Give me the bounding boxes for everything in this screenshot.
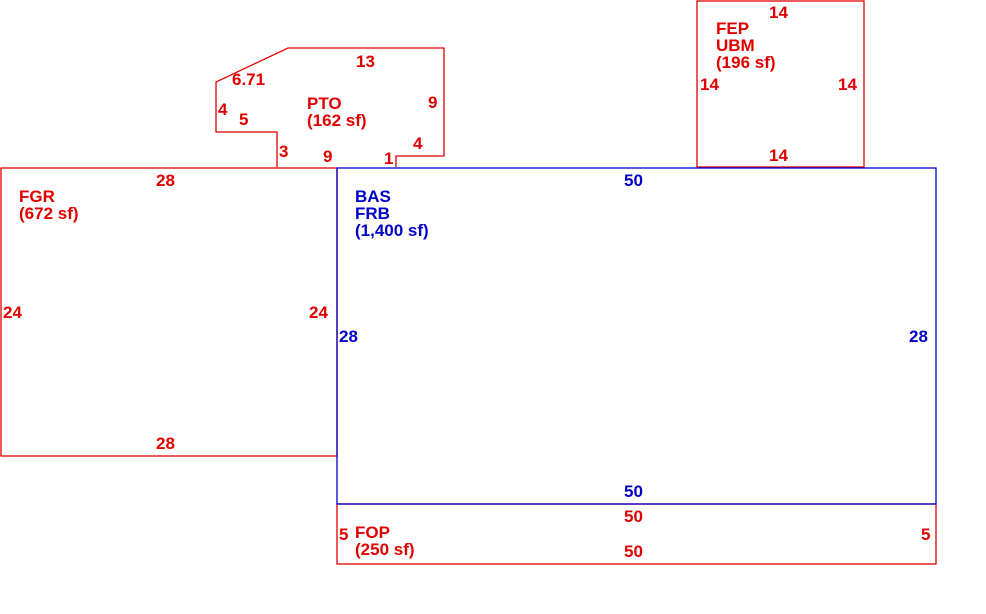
bas-area-label: (1,400 sf) [355, 221, 429, 240]
fep-dim-bottom: 14 [769, 146, 788, 165]
pto-dim-right: 9 [428, 93, 437, 112]
fop-dim-left: 5 [339, 525, 348, 544]
fop-dim-bottom: 50 [624, 542, 643, 561]
pto-area-label: (162 sf) [307, 111, 367, 130]
pto-dim-tick: 1 [384, 149, 393, 168]
pto-outline [215, 47, 445, 167]
fep-area-label: (196 sf) [716, 53, 776, 72]
fop-dim-right: 5 [921, 525, 930, 544]
fgr-dim-left: 24 [3, 303, 22, 322]
fop-area-label: (250 sf) [355, 540, 415, 559]
fgr-dim-bottom: 28 [156, 434, 175, 453]
bas-code-label: BAS [355, 187, 391, 206]
fgr-dim-right: 24 [309, 303, 328, 322]
pto-code-label: PTO [307, 94, 342, 113]
fep-code-label: FEP [716, 19, 749, 38]
ubm-code-label: UBM [716, 36, 755, 55]
fep-dim-left: 14 [700, 75, 719, 94]
bas-dim-top: 50 [624, 171, 643, 190]
fop-dim-top: 50 [624, 507, 643, 526]
fep-dim-right: 14 [838, 75, 857, 94]
fep-dim-top: 14 [769, 3, 788, 22]
pto-dim-left-upper: 4 [218, 100, 228, 119]
fgr-area-label: (672 sf) [19, 204, 79, 223]
fep-area: 14 14 14 14 FEP UBM (196 sf) [696, 0, 865, 168]
pto-dim-step-v: 3 [279, 142, 288, 161]
pto-dim-notch-right: 4 [413, 134, 423, 153]
pto-area: 13 6.71 4 5 9 3 9 4 1 PTO (162 sf) [215, 47, 445, 168]
fop-code-label: FOP [355, 523, 390, 542]
bas-dim-left: 28 [339, 327, 358, 346]
fep-outline [696, 0, 865, 168]
bas-outline [336, 167, 937, 505]
bas-area: 50 28 28 50 BAS FRB (1,400 sf) [336, 167, 937, 505]
frb-code-label: FRB [355, 204, 390, 223]
pto-dim-bottom: 9 [323, 147, 332, 166]
fgr-dim-top: 28 [156, 171, 175, 190]
bas-dim-bottom: 50 [624, 482, 643, 501]
bas-dim-right: 28 [909, 327, 928, 346]
pto-dim-notch-h: 5 [239, 110, 248, 129]
pto-dim-top: 13 [356, 52, 375, 71]
fop-area: 50 5 5 50 FOP (250 sf) [336, 503, 937, 565]
pto-dim-diagonal: 6.71 [232, 70, 265, 89]
fgr-code-label: FGR [19, 187, 55, 206]
fgr-area: 28 24 24 28 FGR (672 sf) [0, 167, 338, 457]
